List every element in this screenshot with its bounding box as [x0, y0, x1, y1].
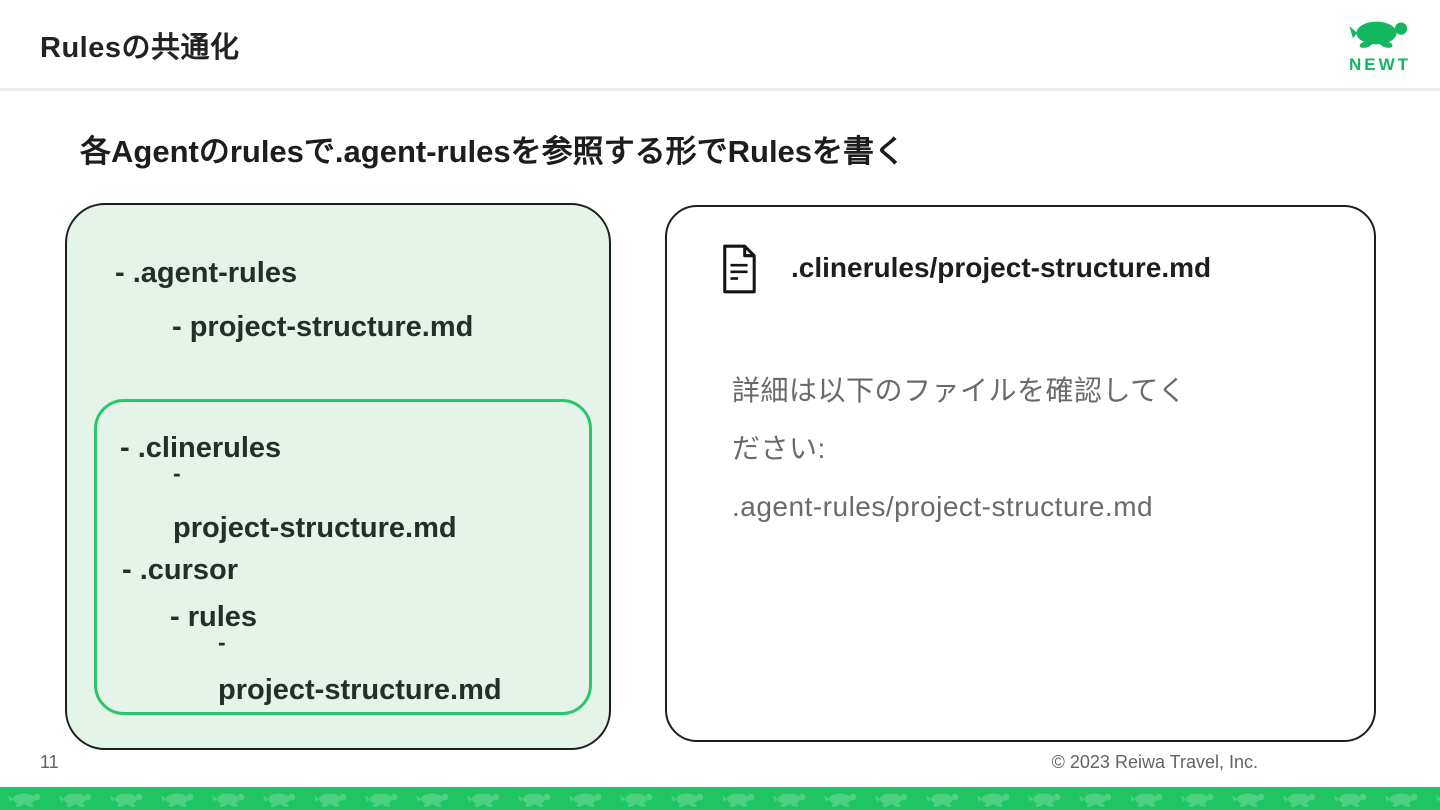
highlight-box: - .clinerules - project-structure.md - .… — [94, 399, 592, 715]
turtle-icon — [1349, 21, 1408, 48]
tree-item-rules: - rules — [170, 601, 258, 633]
footer-strip — [0, 787, 1440, 810]
tree-item-dash: - — [173, 460, 181, 486]
tree-item-clinerules: - .clinerules — [120, 432, 282, 464]
page-number: 11 — [40, 752, 59, 772]
file-tree-panel: - .agent-rules - project-structure.md - … — [65, 203, 611, 750]
document-icon — [723, 244, 756, 294]
logo-wordmark: NEWT — [1348, 55, 1412, 74]
tree-item-project-structure: - project-structure.md — [172, 311, 474, 343]
slide-subtitle: 各Agentのrulesで.agent-rulesを参照する形でRulesを書く — [80, 134, 906, 169]
tree-item-project-structure: project-structure.md — [218, 674, 502, 706]
tree-item-cursor: - .cursor — [122, 554, 239, 586]
tree-item-dash: - — [218, 629, 226, 655]
file-detail-panel: .clinerules/project-structure.md 詳細は以下のフ… — [665, 205, 1376, 742]
turtle-pattern — [0, 787, 1440, 810]
tree-item-agent-rules: - .agent-rules — [115, 257, 298, 289]
file-name: .clinerules/project-structure.md — [791, 252, 1212, 283]
page-title: Rulesの共通化 — [40, 32, 240, 64]
header-divider — [0, 88, 1440, 91]
file-body-line: .agent-rules/project-structure.md — [732, 491, 1154, 522]
copyright: © 2023 Reiwa Travel, Inc. — [1051, 752, 1258, 772]
file-body: 詳細は以下のファイルを確認してく ださい: .agent-rules/proje… — [732, 362, 1186, 536]
file-body-line: ださい: — [732, 433, 826, 464]
newt-logo: NEWT — [1338, 12, 1422, 75]
tree-item-project-structure: project-structure.md — [173, 512, 457, 544]
file-body-line: 詳細は以下のファイルを確認してく — [732, 375, 1187, 406]
